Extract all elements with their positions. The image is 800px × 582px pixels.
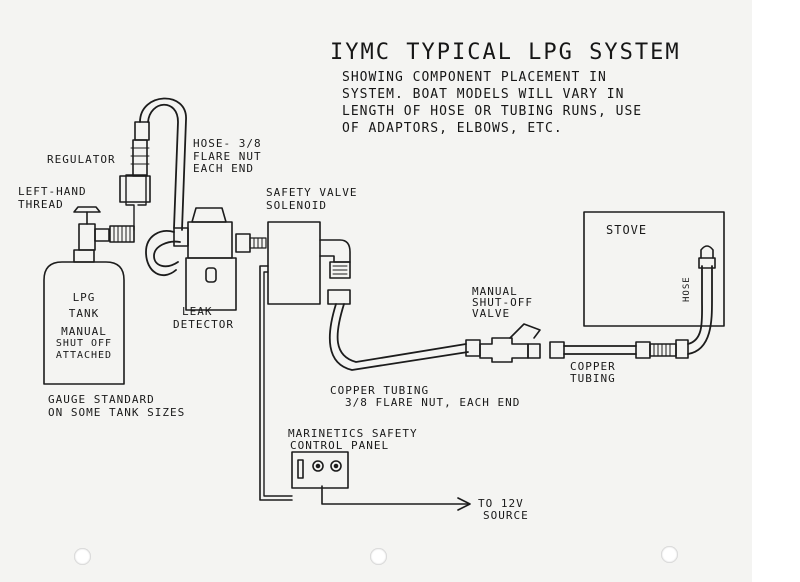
regulator xyxy=(119,121,151,231)
left-hand-thread-label: LEFT-HAND xyxy=(18,185,87,198)
leak-detector-label: DETECTOR xyxy=(173,318,234,331)
leak-detector xyxy=(185,207,237,311)
hose-top-label: HOSE- 3/8 xyxy=(193,137,262,150)
copper-tubing-short xyxy=(549,339,689,359)
stove-hose-label: HOSE xyxy=(682,276,692,302)
manual-shutoff-label: SHUT-OFF xyxy=(472,296,533,309)
hose-regulator-to-detector xyxy=(139,97,189,276)
manual-shutoff-valve xyxy=(479,323,541,363)
copper-tubing-long-label: 3/8 FLARE NUT, EACH END xyxy=(345,396,521,409)
power-label: SOURCE xyxy=(483,509,529,522)
stove xyxy=(583,211,725,327)
regulator-label: REGULATOR xyxy=(47,153,116,166)
stove-label: STOVE xyxy=(606,223,648,237)
binder-hole xyxy=(370,548,387,565)
leak-detector-label: LEAK xyxy=(182,305,213,318)
subtitle-line: OF ADAPTORS, ELBOWS, ETC. xyxy=(342,121,563,136)
copper-tubing-long xyxy=(328,303,481,371)
tank-label: SHUT OFF xyxy=(55,338,113,349)
subtitle-line: SHOWING COMPONENT PLACEMENT IN xyxy=(342,70,607,85)
control-wiring xyxy=(259,265,471,511)
subtitle-line: SYSTEM. BOAT MODELS WILL VARY IN xyxy=(342,87,625,102)
stove-hose xyxy=(687,245,716,355)
hose-top-label: FLARE NUT xyxy=(193,150,262,163)
control-panel-label: CONTROL PANEL xyxy=(290,439,390,452)
page-edge xyxy=(752,0,800,582)
safety-valve-solenoid xyxy=(267,221,351,305)
tank-label: LPG xyxy=(72,291,96,304)
hose-top-label: EACH END xyxy=(193,162,254,175)
copper-tubing-long-label: COPPER TUBING xyxy=(330,384,430,397)
safety-valve-label: SAFETY VALVE xyxy=(266,186,358,199)
control-panel-label: MARINETICS SAFETY xyxy=(288,427,418,440)
manual-shutoff-label: VALVE xyxy=(472,307,511,320)
left-hand-thread-label: THREAD xyxy=(18,198,64,211)
diagram-title: IYMC TYPICAL LPG SYSTEM xyxy=(330,40,681,65)
tank-label: MANUAL xyxy=(61,325,107,338)
manual-shutoff-label: MANUAL xyxy=(472,285,518,298)
tank-label: ATTACHED xyxy=(55,350,113,361)
marinetics-control-panel xyxy=(291,451,349,489)
detector-to-solenoid-fitting xyxy=(235,233,267,253)
safety-valve-label: SOLENOID xyxy=(266,199,327,212)
subtitle-line: LENGTH OF HOSE OR TUBING RUNS, USE xyxy=(342,104,643,119)
gauge-note: GAUGE STANDARD xyxy=(48,393,155,406)
left-hand-thread-fitting xyxy=(109,225,135,243)
binder-hole xyxy=(74,548,91,565)
gauge-note: ON SOME TANK SIZES xyxy=(48,406,186,419)
tank-valve xyxy=(73,206,110,251)
copper-tubing-short-label: COPPER xyxy=(570,360,616,373)
binder-hole xyxy=(661,546,678,563)
copper-tubing-short-label: TUBING xyxy=(570,372,616,385)
tank-label: TANK xyxy=(68,307,100,320)
power-label: TO 12V xyxy=(478,497,524,510)
